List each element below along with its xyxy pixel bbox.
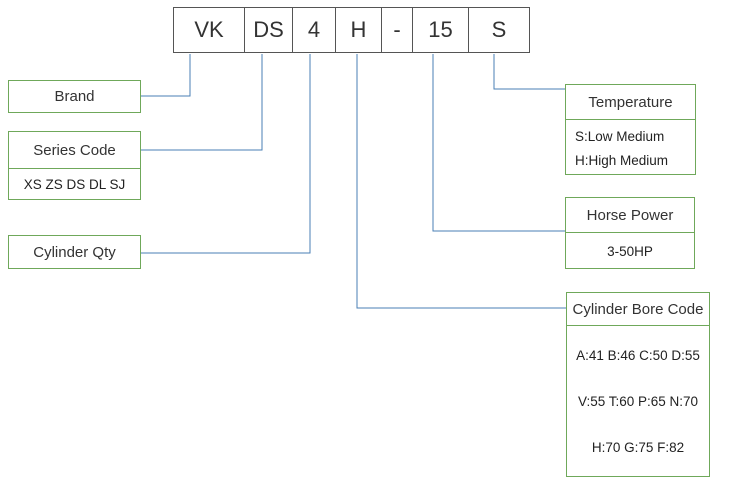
temperature-high: H:High Medium xyxy=(575,153,669,168)
brand-title: Brand xyxy=(54,88,95,105)
temperature-options: S:Low Medium H:High Medium xyxy=(566,119,695,174)
code-segment-horse-power: 15 xyxy=(413,7,469,53)
code-segment-brand: VK xyxy=(173,7,245,53)
code-segment-cylinder-qty: 4 xyxy=(293,7,336,53)
connector-brand xyxy=(141,54,191,97)
horse-power-range: 3-50HP xyxy=(566,232,694,269)
series-code-box: Series Code XS ZS DS DL SJ xyxy=(8,131,141,200)
horse-power-title: Horse Power xyxy=(586,206,674,224)
code-segment-temperature: S xyxy=(469,7,530,53)
temperature-title: Temperature xyxy=(588,93,673,111)
cylinder-qty-box: Cylinder Qty xyxy=(8,235,141,269)
code-segment-separator: - xyxy=(382,7,413,53)
temperature-low: S:Low Medium xyxy=(575,129,665,144)
code-segment-series: DS xyxy=(245,7,293,53)
connector-horse-power xyxy=(432,54,565,232)
bore-code-line-2: V:55 T:60 P:65 N:70 xyxy=(577,393,699,409)
bore-code-title: Cylinder Bore Code xyxy=(572,300,704,318)
series-code-values: XS ZS DS DL SJ xyxy=(9,168,140,200)
bore-code-line-1: A:41 B:46 C:50 D:55 xyxy=(576,347,700,363)
bore-code-line-3: H:70 G:75 F:82 xyxy=(591,439,685,455)
connector-temperature xyxy=(493,54,565,90)
bore-code-box: Cylinder Bore Code A:41 B:46 C:50 D:55 V… xyxy=(566,292,710,477)
brand-box: Brand xyxy=(8,80,141,113)
series-code-title: Series Code xyxy=(33,141,116,159)
cylinder-qty-title: Cylinder Qty xyxy=(33,243,116,261)
connector-series xyxy=(141,54,263,151)
temperature-box: Temperature S:Low Medium H:High Medium xyxy=(565,84,696,175)
connector-bore xyxy=(356,54,566,309)
horse-power-box: Horse Power 3-50HP xyxy=(565,197,695,269)
bore-code-list: A:41 B:46 C:50 D:55 V:55 T:60 P:65 N:70 … xyxy=(567,325,709,476)
connector-cylinder-qty xyxy=(141,54,311,254)
model-code: VK DS 4 H - 15 S xyxy=(173,7,530,53)
code-segment-bore: H xyxy=(336,7,382,53)
